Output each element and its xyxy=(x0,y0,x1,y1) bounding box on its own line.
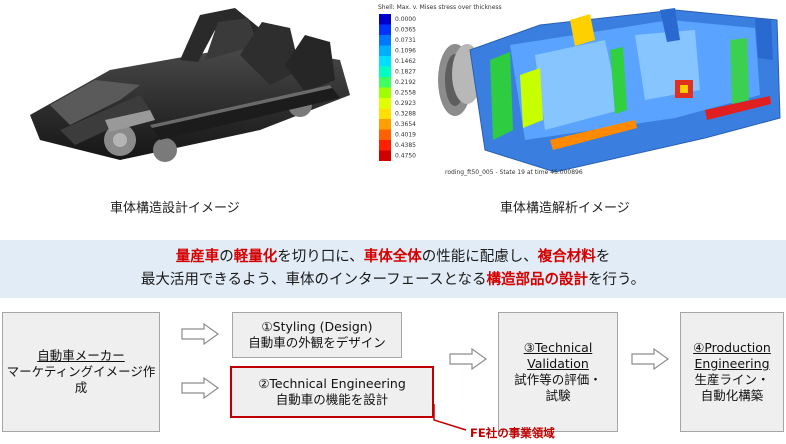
legend-value: 0.2192 xyxy=(395,79,416,86)
statement-text: の性能に配慮し、 xyxy=(421,249,538,265)
technical-engineering-title: ②Technical Engineering xyxy=(258,376,406,391)
legend-swatch xyxy=(379,66,391,77)
statement-text: を xyxy=(595,249,611,265)
legend-value: 0.3288 xyxy=(395,111,416,118)
validation-desc-1: 試作等の評価・ xyxy=(514,372,602,387)
chassis-illustration xyxy=(30,8,350,162)
fe-analysis-render: Shell: Max. v. Mises stress over thickne… xyxy=(378,4,781,176)
design-image-caption: 車体構造設計イメージ xyxy=(110,201,240,216)
fe-legend-scale: 0.0000 0.0365 0.0731 0.1096 0.1462 0.1827 0.21… xyxy=(379,14,416,161)
legend-swatch xyxy=(379,119,391,130)
legend-swatch xyxy=(379,35,391,46)
legend-swatch xyxy=(379,129,391,140)
vehicle-body-stress-model xyxy=(438,8,781,173)
legend-value: 0.0365 xyxy=(395,27,416,34)
styling-title: ①Styling (Design) xyxy=(261,319,373,334)
highlight-keyword: 車体全体 xyxy=(363,249,422,265)
legend-value: 0.1462 xyxy=(395,58,416,65)
arrow-right-icon xyxy=(181,376,220,400)
highlight-keyword: 量産車 xyxy=(175,249,220,265)
fe-business-domain-label: FE社の事業領域 xyxy=(470,426,555,440)
technical-validation-box: ③Technical Validation 試作等の評価・ 試験 xyxy=(498,312,618,432)
legend-value: 0.0000 xyxy=(395,16,416,23)
production-engineering-box: ④Production Engineering 生産ライン・ 自動化構築 xyxy=(680,312,784,432)
legend-swatch xyxy=(379,14,391,25)
automaker-box: 自動車メーカー マーケティングイメージ作成 xyxy=(2,312,160,432)
arrow-right-icon xyxy=(181,322,220,346)
legend-value: 0.1096 xyxy=(395,48,416,55)
legend-value: 0.0731 xyxy=(395,37,416,44)
legend-value: 0.4750 xyxy=(395,153,416,160)
legend-swatch xyxy=(379,45,391,56)
business-statement: 量産車の軽量化を切り口に、車体全体の性能に配慮し、複合材料を 最大活用できるよう… xyxy=(0,240,786,298)
production-title-2: Engineering xyxy=(694,356,770,371)
analysis-image-caption: 車体構造解析イメージ xyxy=(500,201,630,216)
automaker-desc: マーケティングイメージ作成 xyxy=(6,364,156,395)
statement-text: を行う。 xyxy=(588,272,646,288)
statement-text: の xyxy=(219,249,234,265)
legend-swatch xyxy=(379,140,391,151)
arrow-right-icon xyxy=(631,347,670,371)
legend-value: 0.1827 xyxy=(395,69,416,76)
highlight-keyword: 複合材料 xyxy=(537,249,596,265)
statement-line-1: 量産車の軽量化を切り口に、車体全体の性能に配慮し、複合材料を xyxy=(0,246,786,269)
fe-legend-title: Shell: Max. v. Mises stress over thickne… xyxy=(378,4,502,11)
styling-desc: 自動車の外観をデザイン xyxy=(248,335,386,350)
fe-state-label: roding_ft50_005 - State 19 at time 45.00… xyxy=(445,169,583,176)
production-title-1: ④Production xyxy=(693,340,771,355)
statement-line-2: 最大活用できるよう、車体のインターフェースとなる構造部品の設計を行う。 xyxy=(0,269,786,292)
legend-swatch xyxy=(379,56,391,67)
chassis-design-image xyxy=(0,0,375,175)
legend-value: 0.2923 xyxy=(395,100,416,107)
legend-swatch xyxy=(379,24,391,35)
legend-swatch xyxy=(379,98,391,109)
statement-text: を切り口に、 xyxy=(277,249,364,265)
technical-engineering-box: ②Technical Engineering 自動車の機能を設計 xyxy=(230,366,434,418)
statement-text: 最大活用できるよう、車体のインターフェースとなる xyxy=(140,272,487,288)
automaker-title: 自動車メーカー xyxy=(37,348,125,363)
legend-swatch xyxy=(379,150,391,161)
legend-value: 0.3654 xyxy=(395,121,416,128)
production-desc-2: 自動化構築 xyxy=(700,388,764,403)
fe-analysis-image: Shell: Max. v. Mises stress over thickne… xyxy=(375,0,786,178)
validation-desc-2: 試験 xyxy=(545,388,571,403)
validation-title-1: ③Technical xyxy=(523,340,593,355)
legend-value: 0.4385 xyxy=(395,142,416,149)
validation-title-2: Validation xyxy=(527,356,589,371)
legend-swatch xyxy=(379,108,391,119)
styling-box: ①Styling (Design) 自動車の外観をデザイン xyxy=(232,312,402,358)
technical-engineering-desc: 自動車の機能を設計 xyxy=(275,392,389,407)
legend-swatch xyxy=(379,77,391,88)
highlight-keyword: 構造部品の設計 xyxy=(486,272,589,288)
legend-value: 0.2558 xyxy=(395,90,416,97)
production-desc-1: 生産ライン・ xyxy=(694,372,770,387)
legend-value: 0.4019 xyxy=(395,132,416,139)
legend-swatch xyxy=(379,87,391,98)
arrow-right-icon xyxy=(449,347,488,371)
highlight-keyword: 軽量化 xyxy=(233,249,278,265)
